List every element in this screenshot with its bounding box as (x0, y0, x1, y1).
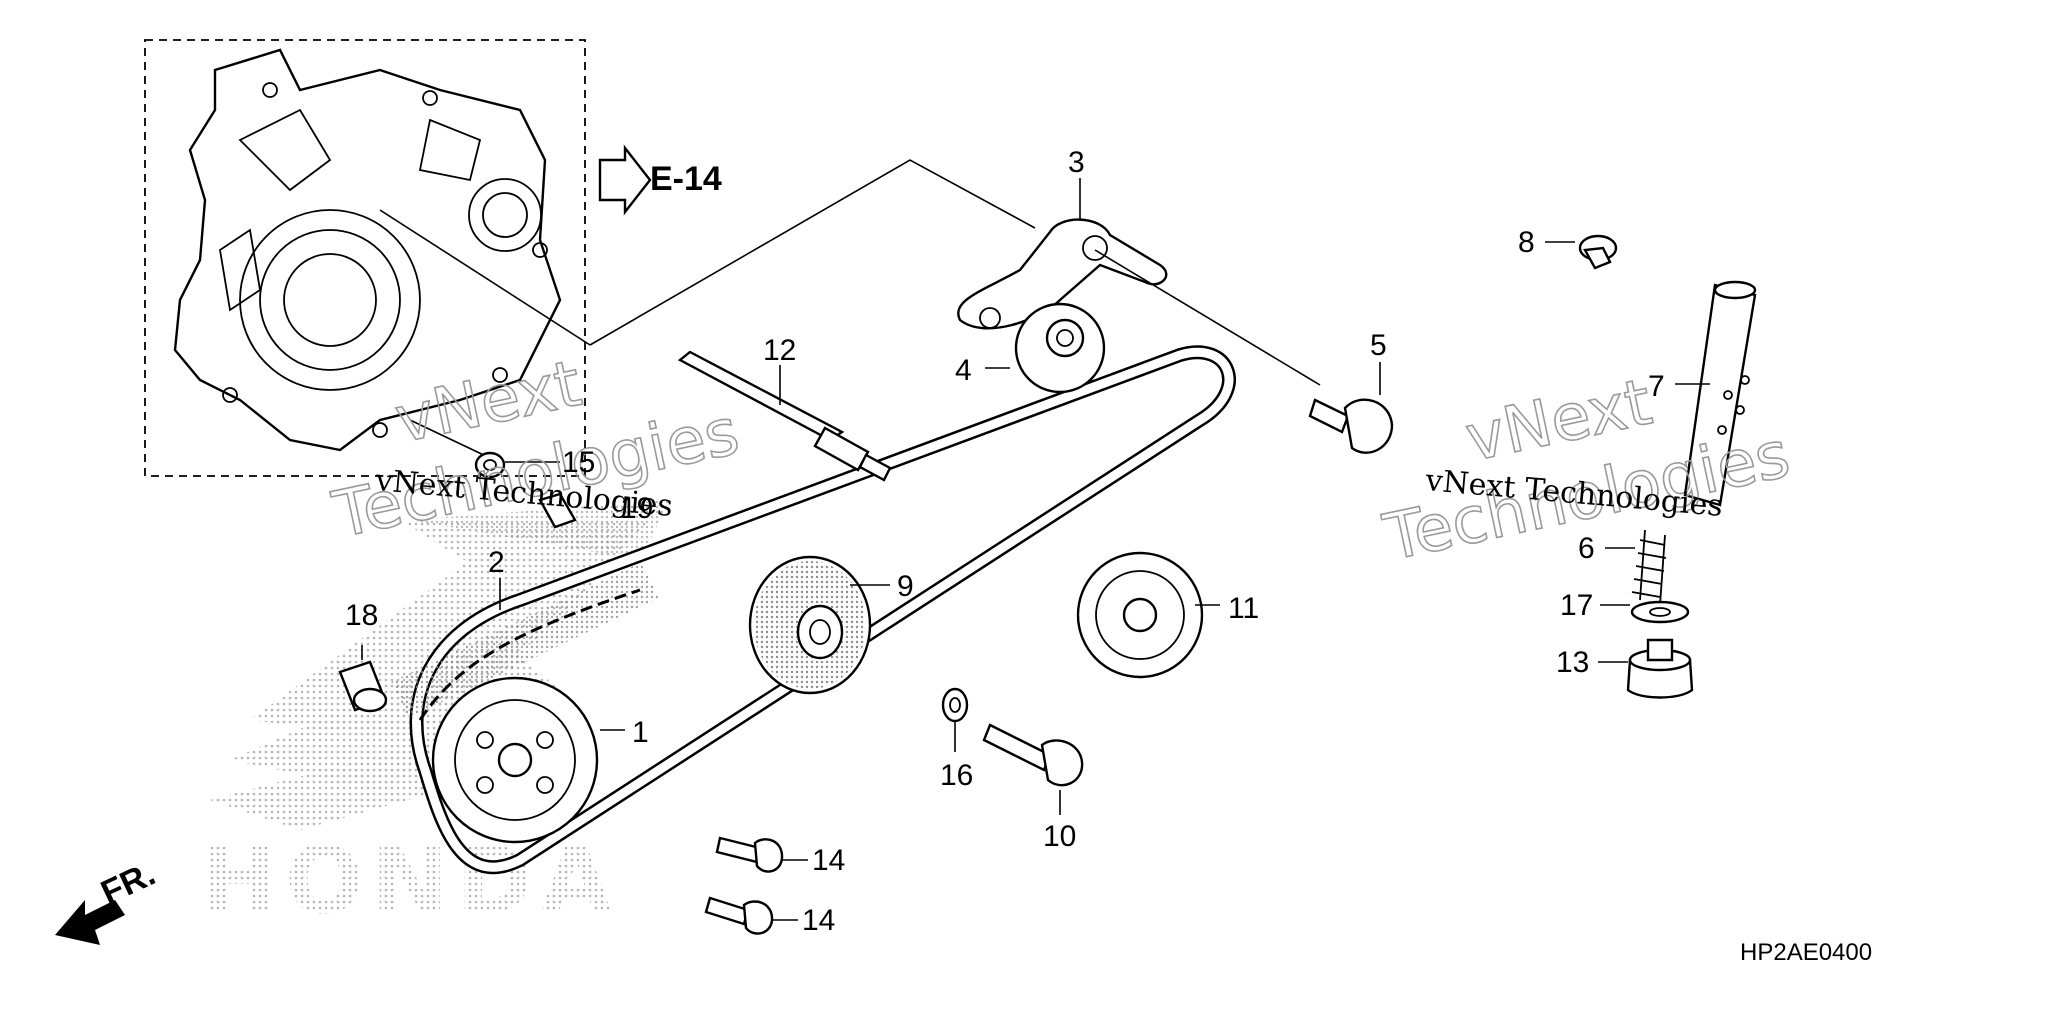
label-part-12: 12 (763, 334, 796, 367)
tensioner-roller (748, 555, 872, 695)
tensioner-tube-7 (1683, 280, 1757, 507)
label-part-18: 18 (345, 599, 378, 632)
label-part-7: 7 (1648, 370, 1665, 403)
label-part-2: 2 (488, 546, 505, 579)
diagram-code: HP2AE0400 (1740, 939, 1872, 966)
sealing-bolt-8 (1578, 234, 1618, 270)
roller-bolt (982, 723, 1084, 787)
collar (338, 660, 388, 713)
label-part-1: 1 (632, 716, 649, 749)
crankcase-leader (379, 209, 591, 346)
label-part-4: 4 (955, 354, 972, 387)
washer-15 (474, 451, 506, 479)
sealing-plug-13 (1626, 638, 1694, 699)
washer-17 (1630, 600, 1690, 624)
label-part-14a: 14 (812, 844, 845, 877)
bolt-19 (538, 492, 577, 529)
label-part-11: 11 (1228, 592, 1259, 625)
crankcase-reference-box (144, 39, 586, 477)
tensioner-pin (677, 350, 892, 482)
honda-wing-logo (210, 500, 670, 830)
label-part-8: 8 (1518, 226, 1535, 259)
label-part-6: 6 (1578, 532, 1595, 565)
label-part-14b: 14 (802, 904, 835, 937)
label-part-19: 19 (620, 492, 653, 525)
label-part-5: 5 (1370, 329, 1387, 362)
washer-16 (941, 687, 969, 723)
reference-arrow (598, 144, 652, 216)
bracket-bolt (1308, 398, 1394, 454)
front-label: FR. (95, 855, 161, 913)
spring-6 (1631, 529, 1667, 606)
label-part-15: 15 (562, 446, 595, 479)
drive-sprocket (431, 676, 599, 844)
flange-bolt-14a (715, 836, 784, 873)
label-part-9: 9 (897, 570, 914, 603)
front-direction-arrow (55, 900, 125, 945)
reference-label: E-14 (650, 160, 722, 198)
idler-sprocket-large (1076, 551, 1204, 679)
bolt-5-leader (1094, 249, 1321, 386)
label-part-17: 17 (1560, 589, 1593, 622)
label-part-16: 16 (940, 759, 973, 792)
idler-sprocket-small (1014, 302, 1106, 394)
label-part-10: 10 (1043, 820, 1076, 853)
flange-bolt-14b (704, 896, 774, 935)
label-part-3: 3 (1068, 146, 1085, 179)
drive-chain (391, 345, 1236, 875)
bolt-19-leader (409, 419, 491, 459)
bracket-leader (589, 159, 1036, 346)
label-part-13: 13 (1556, 646, 1589, 679)
crankcase-cover (173, 48, 562, 452)
